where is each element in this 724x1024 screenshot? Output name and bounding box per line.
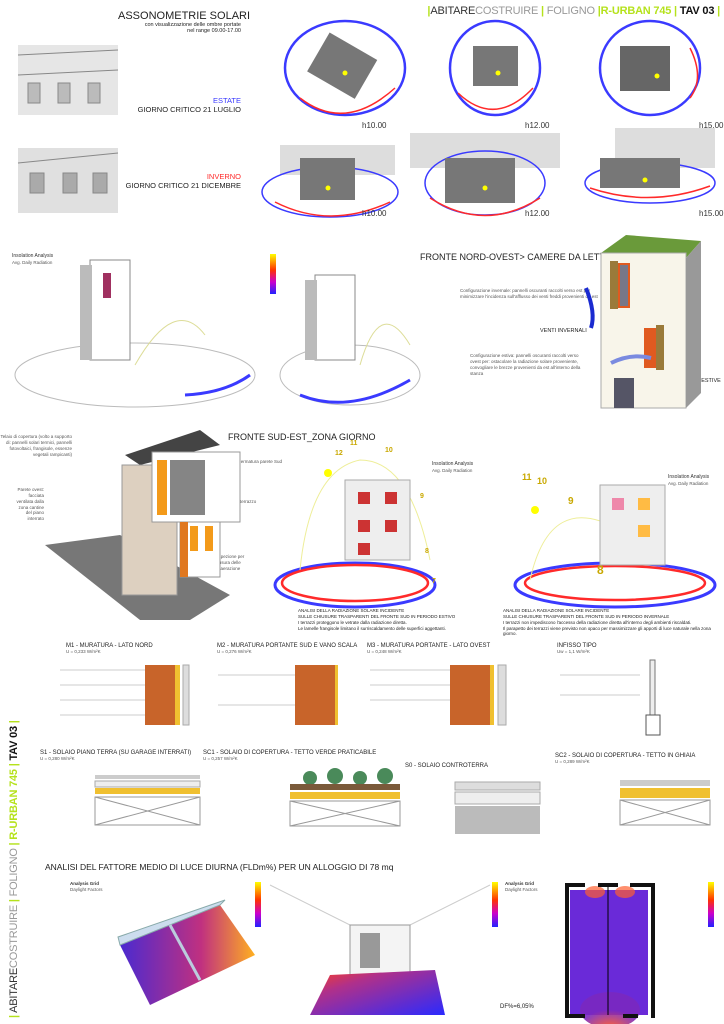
sunpath-summer-south (273, 459, 437, 609)
sun-hour-label-9: 9 (420, 493, 424, 500)
insolation-legend-1 (270, 254, 276, 294)
winter-sunpath-h12 (410, 133, 560, 217)
winter-sun-hour-10: 10 (537, 476, 548, 486)
sunpath-winter-south (513, 484, 717, 609)
summer-hour-1: h10.00 (362, 121, 387, 130)
analysis-summer-text: ANALISI DELLA RADIAZIONE SOLARE INCIDENT… (298, 608, 456, 631)
summer-label: ESTATE (212, 96, 241, 105)
winter-sun-hour-11: 11 (522, 472, 532, 482)
summer-sunpath-h12 (448, 19, 542, 117)
slab-sc1: SC1 - SOLAIO DI COPERTURA - TETTO VERDE … (203, 750, 377, 761)
winter-hour-2: h12.00 (525, 209, 550, 218)
slab-s0: S0 - SOLAIO CONTROTERRA (405, 763, 489, 769)
summer-sunpath-h10 (283, 19, 407, 117)
daylight-floor-plan (565, 883, 655, 1024)
page-title: ASSONOMETRIE SOLARI (118, 10, 251, 22)
winter-sunpath-h15 (584, 128, 716, 204)
brand-header: |ABITARECOSTRUIRE | FOLIGNO |R-URBAN 745… (427, 5, 720, 17)
note-south-screen: Schermatura parete Sud (233, 459, 283, 464)
window-section (645, 659, 661, 736)
slab-s1-section (94, 775, 201, 826)
winter-sun-hour-8: 8 (597, 563, 604, 577)
winter-sun-hour-9: 9 (568, 496, 574, 507)
slab-s1: S1 - SOLAIO PIANO TERRA (SU GARAGE INTER… (40, 750, 192, 761)
winter-winds-label: VENTI INVERNALI (540, 328, 587, 334)
north-west-title: FRONTE NORD-OVEST> CAMERE DA LETTO (420, 252, 612, 262)
insolation-diagram-north-2 (279, 274, 421, 406)
daylight-plan-3d (117, 899, 255, 1005)
daylight-legend-2 (492, 882, 498, 927)
wall-m1-section (145, 664, 190, 726)
summer-hour-2: h12.00 (525, 121, 550, 130)
daylight-interior-view (269, 884, 491, 1015)
summer-hour-3: h15.00 (699, 121, 724, 130)
north-west-facade-render (584, 235, 701, 409)
note-roof-frame: Telaio di copertura (volto a supporto di… (0, 434, 72, 457)
wall-callout-lines (60, 669, 640, 716)
north-west-note-winter: Configurazione invernale: pannelli oscur… (460, 288, 598, 299)
slab-sc1-section (289, 768, 401, 827)
summer-sunpath-h15 (598, 19, 702, 117)
winter-hour-3: h15.00 (699, 209, 724, 218)
subtitle-1: con visualizzazione delle ombre portate (144, 22, 241, 28)
winter-detail-render (17, 148, 119, 213)
north-west-note-summer: Configurazione estiva: pannelli oscurant… (470, 353, 581, 376)
summer-detail-render (17, 45, 119, 115)
daylight-factor-value: DF%=6,05% (500, 1004, 534, 1010)
wall-m3-section (450, 664, 507, 726)
subtitle-2: nel range 09.00-17.00 (187, 28, 241, 34)
sun-hour-label-8: 8 (425, 548, 429, 555)
winter-hour-1: h10.00 (362, 209, 387, 218)
winter-label: INVERNO (206, 172, 241, 181)
sun-hour-label-7: 7 (432, 578, 436, 585)
wall-m2-section (295, 665, 338, 725)
insolation-diagram-north (14, 259, 256, 408)
slab-sc2-section (619, 780, 711, 826)
analysis-winter-text: ANALISI DELLA RADIAZIONE SOLARE INCIDENT… (503, 608, 711, 637)
daylight-legend-1 (255, 882, 261, 927)
daylight-title: ANALISI DEL FATTORE MEDIO DI LUCE DIURNA… (45, 862, 394, 872)
note-west-wall: Parete ovest: facciata ventilata dalla z… (16, 487, 44, 522)
slab-sc2: SC2 - SOLAIO DI COPERTURA - TETTO IN GHI… (555, 753, 696, 764)
summer-day: GIORNO CRITICO 21 LUGLIO (137, 105, 241, 114)
sun-hour-label-10: 10 (385, 447, 393, 454)
slab-s0-section (454, 781, 541, 834)
winter-day: GIORNO CRITICO 21 DICEMBRE (125, 181, 241, 190)
south-east-building-render (45, 430, 241, 620)
sun-hour-label-11: 11 (350, 440, 358, 447)
winter-sunpath-h10 (261, 145, 399, 218)
daylight-legend-3 (708, 882, 714, 927)
sun-hour-label-12: 12 (335, 450, 343, 457)
brand-vertical: | ABITARECOSTRUIRE | FOLIGNO | R-URBAN 7… (8, 720, 20, 1018)
south-east-title: FRONTE SUD-EST_ZONA GIORNO (228, 432, 376, 442)
